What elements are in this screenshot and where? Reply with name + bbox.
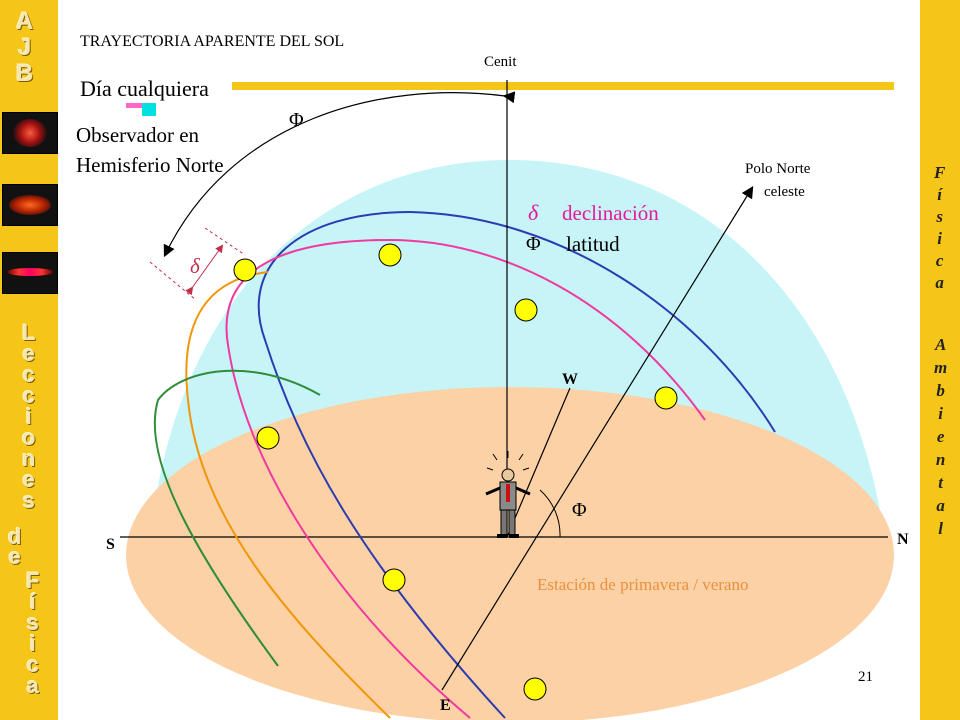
sidebar-letter: l [938, 519, 943, 538]
polar-axis [441, 185, 754, 691]
season-label: Estación de primavera / verano [537, 575, 748, 594]
zenith-label: Cenit [484, 54, 517, 70]
thumbnail-image-2 [2, 184, 58, 226]
sidebar-letter: d [8, 524, 22, 549]
thumbnail-image-1 [2, 112, 58, 154]
sidebar-letter: n [22, 446, 36, 471]
sidebar-letter: b [936, 381, 945, 400]
sidebar-letter: c [22, 362, 35, 387]
sidebar-letter: í [29, 589, 36, 614]
sun-marker [378, 243, 402, 267]
observer-figure [485, 451, 531, 538]
sun-marker [256, 426, 280, 450]
east-label: E [440, 697, 451, 714]
south-label: S [106, 536, 115, 553]
sidebar-letter: A [934, 335, 947, 354]
ground-plane [126, 387, 894, 720]
decor-mark-pink [126, 103, 150, 108]
sidebar-letter: m [934, 358, 948, 377]
decor-mark-cyan [142, 103, 156, 116]
sun-path-magenta [225, 238, 706, 719]
north-pole-label-2: celeste [764, 184, 805, 200]
latitude-text: latitud [566, 232, 620, 256]
east-west-line [506, 387, 571, 538]
observer-line-1: Observador en [76, 123, 200, 147]
header-rule [232, 82, 894, 90]
sidebar-letter: n [935, 450, 946, 469]
declination-arrow [185, 244, 224, 296]
sun-path-orange [185, 271, 391, 719]
sun-path-green [153, 369, 321, 667]
declination-symbol: δ [528, 200, 539, 225]
sidebar-letter: F [934, 163, 946, 182]
sidebar-letter: i [937, 229, 943, 248]
sidebar-letter: o [22, 425, 36, 450]
sidebar-letter: c [22, 383, 35, 408]
sun-marker [382, 568, 406, 592]
declination-dash-2 [204, 227, 246, 256]
sidebar-letter: i [938, 404, 943, 423]
sidebar-letter: L [22, 320, 36, 345]
sidebar-letter: s [26, 610, 39, 635]
sun-marker [233, 258, 257, 282]
phi-arc-arrow [163, 91, 516, 258]
sidebar-letter: s [936, 207, 943, 226]
sidebar-letter: t [938, 473, 943, 492]
latitude-symbol: Φ [526, 233, 541, 255]
west-label: W [562, 371, 578, 388]
sidebar-letter: i [25, 404, 32, 429]
latitude-angle-label: Φ [572, 499, 587, 521]
sidebar-letter: i [29, 631, 36, 656]
declination-text: declinación [562, 201, 659, 225]
sun-marker [654, 386, 678, 410]
sidebar-letter: a [26, 673, 39, 698]
sidebar-letter: a [935, 273, 944, 292]
sidebar-letter: A [16, 8, 34, 35]
north-pole-label-1: Polo Norte [745, 161, 811, 177]
sidebar-letter: J [17, 34, 32, 61]
subtitle: Día cualquiera [80, 76, 209, 101]
sidebar-letter: í [937, 185, 943, 204]
sidebar-letter: e [22, 467, 35, 492]
page-title: TRAYECTORIA APARENTE DEL SOL [80, 33, 344, 50]
north-label: N [897, 531, 909, 548]
sidebar-letter: e [8, 544, 21, 569]
sidebar-letter: F [26, 568, 40, 593]
declination-marker-label: δ [190, 254, 201, 278]
sidebar-letter: c [26, 652, 39, 677]
page-number: 21 [858, 669, 873, 685]
sidebar-letter: B [16, 60, 34, 87]
thumbnail-image-3 [2, 252, 58, 294]
sidebar-letter: s [22, 488, 35, 513]
sun-marker [514, 298, 538, 322]
sidebar-letter: e [22, 341, 35, 366]
sun-marker [523, 677, 547, 701]
latitude-arc [539, 489, 561, 538]
sidebar-letter: a [936, 496, 945, 515]
sun-markers [233, 243, 678, 701]
phi-arc-label: Φ [289, 109, 304, 131]
observer-line-2: Hemisferio Norte [76, 153, 224, 177]
sidebar-letter: c [935, 251, 944, 270]
sidebar-letter: e [936, 427, 945, 446]
